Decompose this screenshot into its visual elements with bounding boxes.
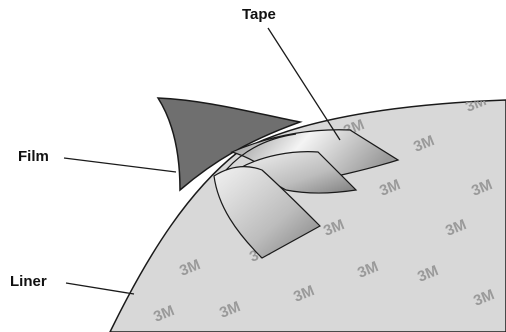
film-label: Film [18, 148, 49, 165]
liner-leader-line [66, 283, 134, 294]
tape-label: Tape [242, 6, 276, 23]
liner-label: Liner [10, 273, 47, 290]
film-leader-line [64, 158, 176, 172]
